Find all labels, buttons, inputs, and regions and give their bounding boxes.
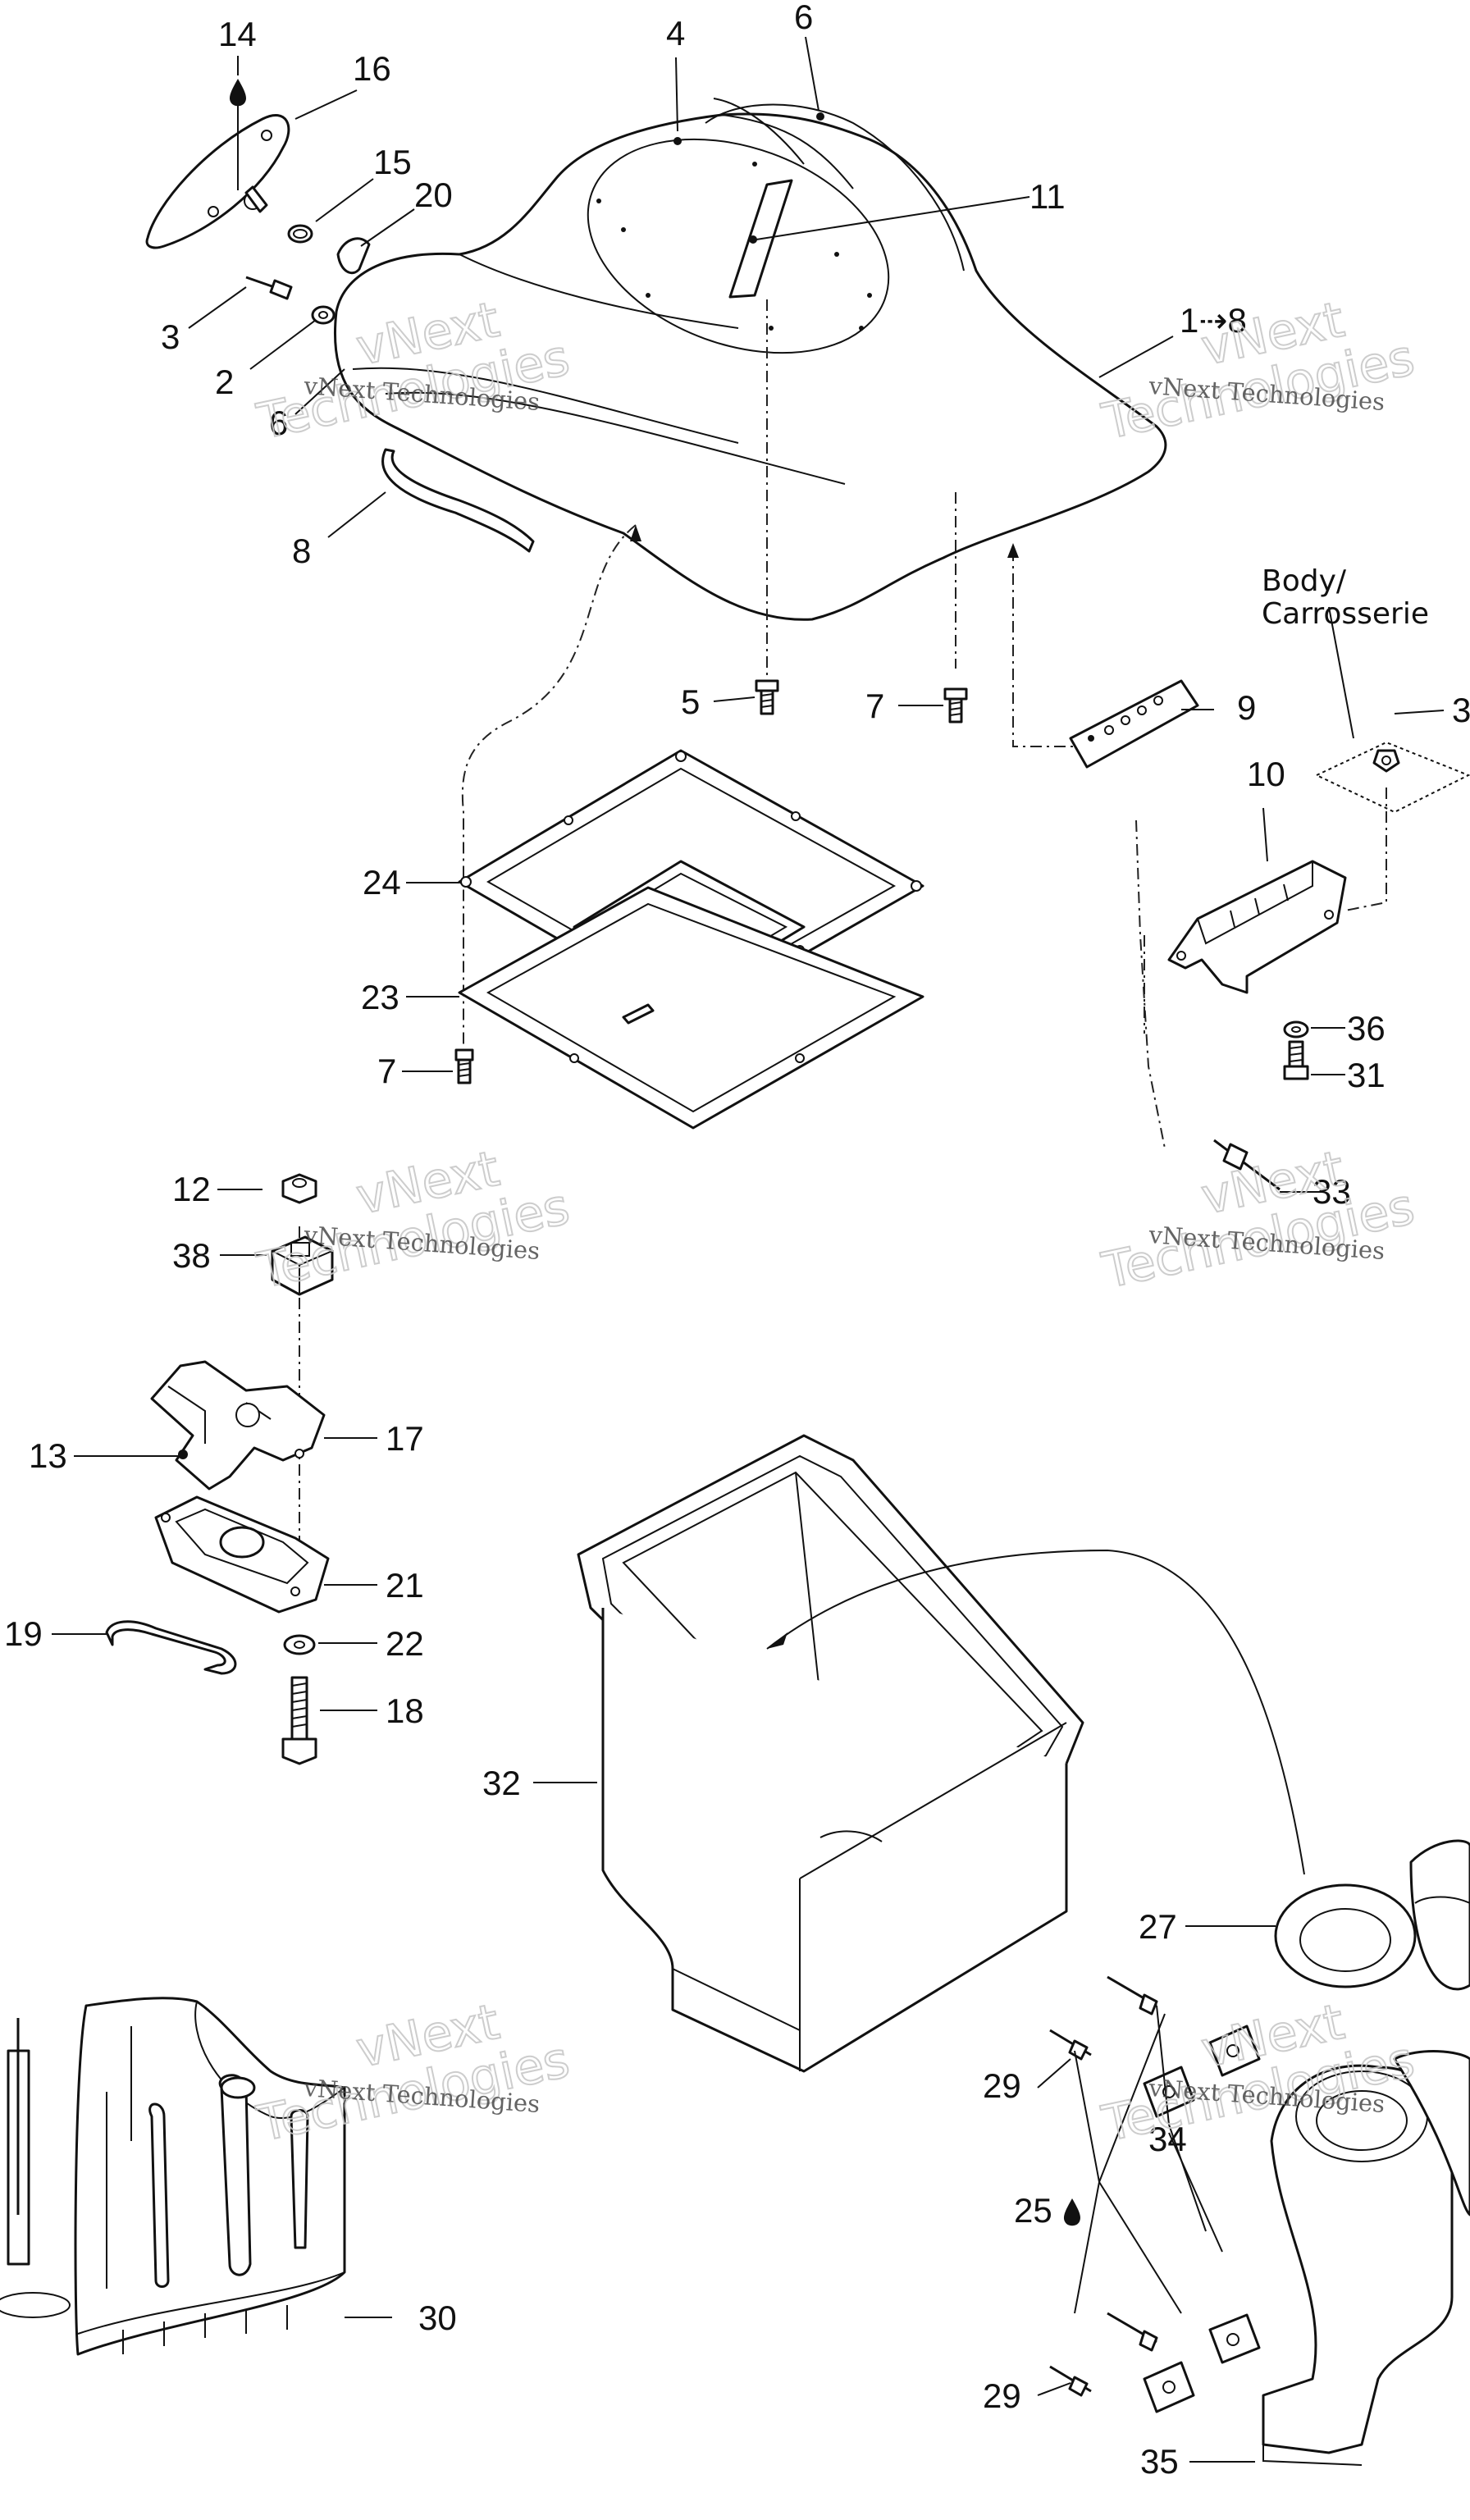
plate-part-9: [1069, 679, 1199, 769]
callout-11: 11: [1029, 177, 1066, 216]
callout-6-side: 6: [269, 404, 288, 442]
screw-part-7-top: [943, 687, 968, 724]
callout-38: 38: [172, 1236, 211, 1275]
block-part-38: [271, 1235, 334, 1296]
callout-32: 32: [482, 1764, 521, 1802]
callout-30: 30: [418, 2299, 457, 2337]
bracket-part-10: [1167, 860, 1347, 994]
callout-20: 20: [414, 176, 453, 214]
callout-5: 5: [681, 682, 700, 721]
callout-7-lower: 7: [377, 1052, 396, 1090]
callout-labels: 14 16 15 20 4 6 11 1⇢8 3 2 6 8 5 7 9 3 1…: [4, 0, 1470, 2481]
rivet-part-33: [1213, 1139, 1281, 1191]
housing-part-35: [1262, 2050, 1470, 2466]
callout-19: 19: [4, 1614, 43, 1653]
body-label-line2: Carrosserie: [1262, 597, 1429, 631]
callout-34: 34: [1148, 2120, 1187, 2158]
callout-15: 15: [373, 143, 412, 181]
body-reference: [1314, 741, 1470, 814]
grab-handle-assembly: [145, 79, 371, 325]
callout-31: 31: [1347, 1056, 1386, 1094]
latch-part-13-17: [150, 1360, 326, 1491]
leader-lines: [52, 36, 1445, 2463]
trim-strip-8: [381, 448, 535, 553]
callout-33: 33: [1312, 1172, 1351, 1211]
spring-pin-part-19: [105, 1620, 237, 1675]
callout-22: 22: [386, 1624, 424, 1663]
callout-21: 21: [386, 1566, 424, 1605]
callout-7-top: 7: [865, 687, 884, 725]
callout-29-lower: 29: [983, 2376, 1021, 2415]
callout-35: 35: [1140, 2442, 1179, 2481]
callout-27: 27: [1139, 1907, 1177, 1946]
callout-36: 36: [1347, 1009, 1386, 1048]
watermark-mid-left: vNext Technologies vNext Technologies: [252, 1139, 576, 1301]
callout-13: 13: [29, 1436, 67, 1475]
washer-part-22: [283, 1634, 316, 1655]
callout-9: 9: [1237, 688, 1256, 727]
callout-14: 14: [218, 15, 257, 53]
callout-18: 18: [386, 1691, 424, 1730]
screw-part-7-lower: [454, 1048, 474, 1084]
drop-icon: [1064, 2198, 1080, 2226]
handle-plate-16: [145, 113, 290, 249]
watermark-mid-right: vNext Technologies vNext Technologies: [1097, 1139, 1421, 1301]
gasket-part-23: [458, 886, 924, 1130]
callout-12: 12: [172, 1170, 211, 1208]
callout-23: 23: [361, 978, 399, 1016]
body-label-line1: Body/: [1262, 564, 1347, 598]
plate-part-34-lower: [1143, 2313, 1261, 2413]
screw-part-31: [1283, 1040, 1309, 1080]
storage-bin-part-32: [577, 1434, 1084, 2073]
callout-17: 17: [386, 1419, 424, 1458]
screw-part-5: [755, 679, 779, 715]
callout-8: 8: [292, 532, 311, 570]
seat-part-4: [334, 112, 1167, 621]
cup-holder-part-27: [1274, 1839, 1470, 1991]
callout-24: 24: [363, 863, 401, 902]
watermark-top-right: vNext Technologies vNext Technologies: [1097, 290, 1421, 452]
rivet-part-3: [245, 276, 293, 300]
watermark-bottom-left: vNext Technologies vNext Technologies: [252, 1993, 576, 2154]
callout-3-left: 3: [161, 317, 180, 356]
drop-icon: [230, 79, 246, 107]
callout-25: 25: [1014, 2191, 1052, 2230]
callout-16: 16: [353, 49, 391, 88]
callout-6-top: 6: [794, 0, 813, 36]
washer-part-2: [311, 305, 336, 325]
washer-part-36: [1283, 1020, 1309, 1039]
arrow-icon: [767, 1632, 788, 1649]
callout-4: 4: [666, 14, 685, 52]
latch-base-part-21: [154, 1495, 330, 1614]
tool-kit-part-30: [0, 1997, 346, 2356]
clip-part-20: [336, 237, 371, 274]
nut-part-12: [281, 1173, 317, 1204]
bolt-part-18: [281, 1676, 317, 1765]
callout-3-right: 3: [1452, 691, 1470, 729]
rivet-part-29-upper: [1049, 1975, 1158, 2061]
callout-10: 10: [1247, 755, 1285, 793]
plate-part-34: [1143, 2025, 1261, 2118]
callout-2: 2: [215, 363, 234, 401]
seat-part-6-rim: [705, 103, 965, 272]
callout-29-upper: 29: [983, 2066, 1021, 2105]
callout-1-to-8: 1⇢8: [1180, 301, 1247, 340]
spring-part-15: [287, 224, 313, 244]
rivet-part-29-lower: [1049, 2312, 1158, 2397]
